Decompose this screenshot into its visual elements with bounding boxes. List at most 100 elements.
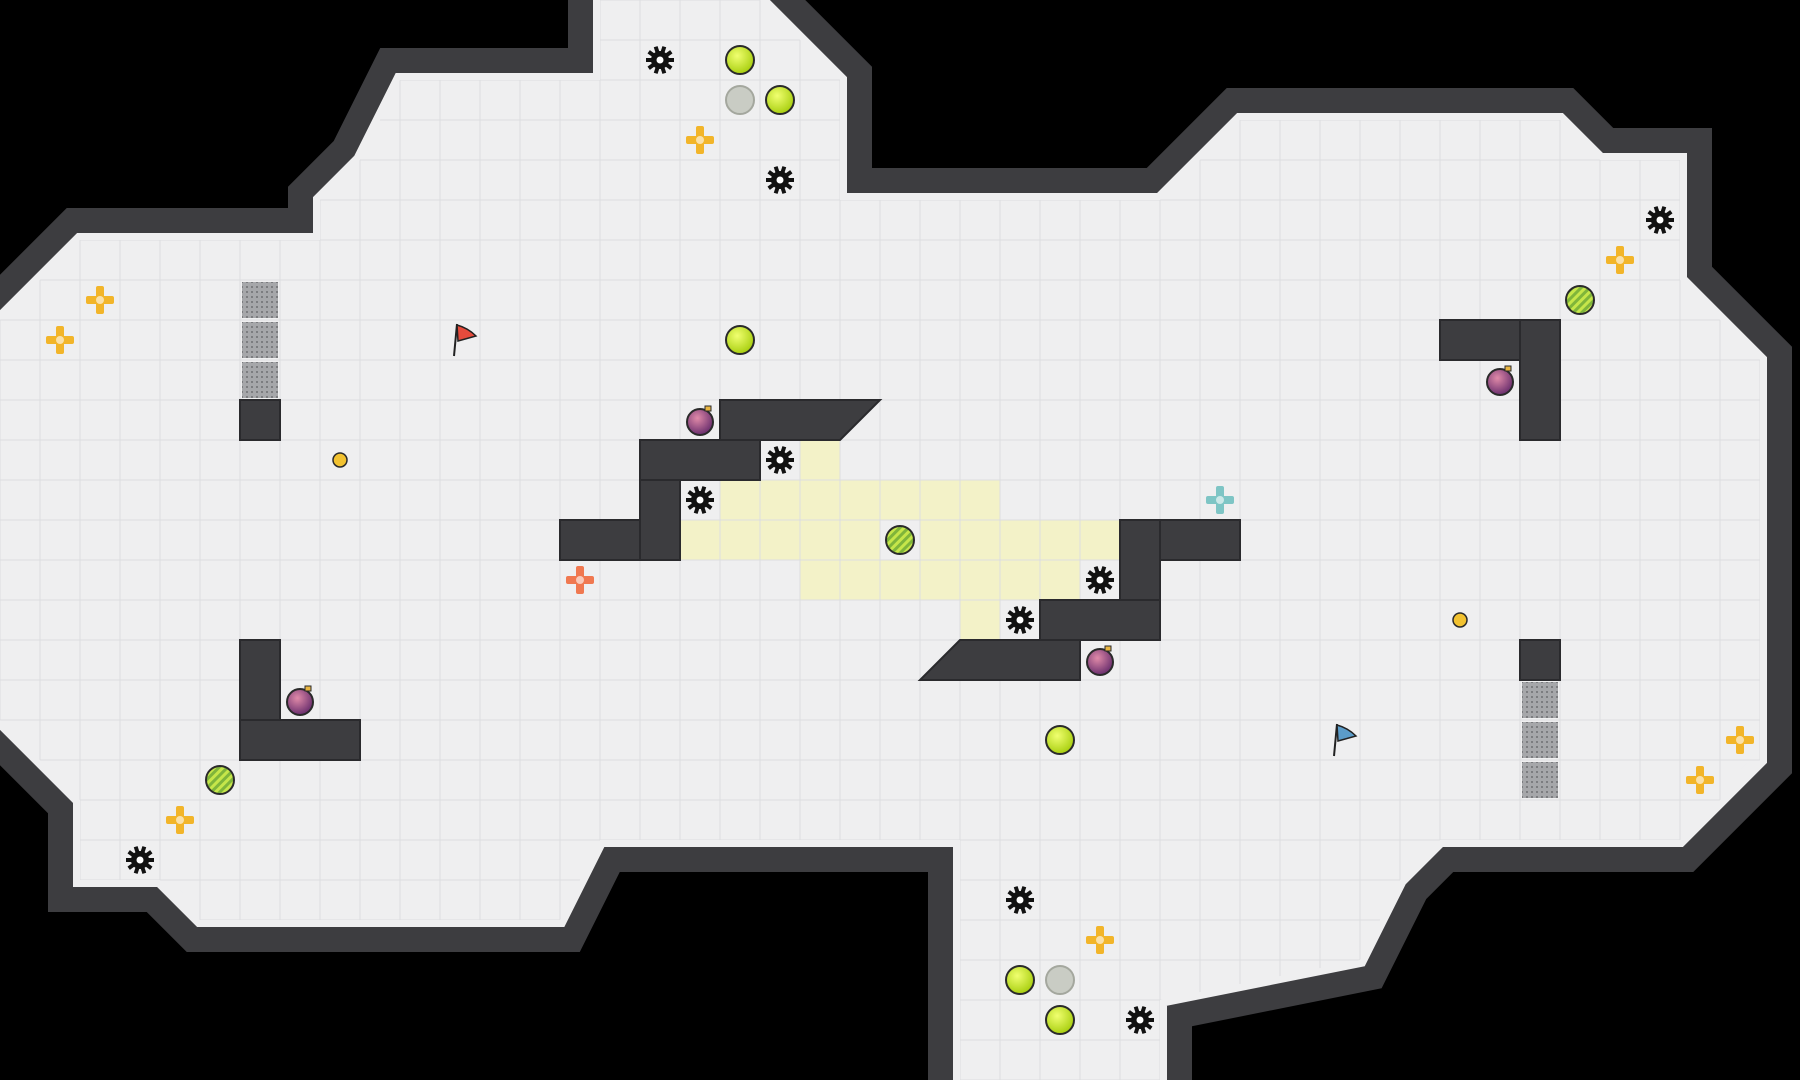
plus-center [1736,736,1744,744]
center-wall [719,399,883,441]
coin-icon [1452,612,1468,628]
striped-boost-icon [205,765,235,795]
zone-tile [799,439,841,481]
plus-center [1216,496,1224,504]
floor-grate [242,282,278,318]
mine-center [136,856,144,864]
spiked-mine-icon [766,166,794,194]
zone-tile [919,519,961,561]
spiked-mine-icon [646,46,674,74]
flag-pole [453,323,458,357]
wall-stub [1519,639,1561,681]
spiked-mine-icon [126,846,154,874]
plus-center [1616,256,1624,264]
gold-plus-marker-icon [1086,926,1114,954]
zone-tile [879,559,921,601]
mine-center [1016,616,1024,624]
inactive-orb-icon [725,85,755,115]
mine-center [1016,896,1024,904]
zone-tile [799,559,841,601]
zone-tile [839,519,881,561]
bomb-icon [1486,368,1514,396]
coin-icon [332,452,348,468]
wall-l-horizontal [239,719,361,761]
gold-plus-marker-icon [86,286,114,314]
spiked-mine-icon [1126,1006,1154,1034]
zone-tile [1079,519,1121,561]
teal-plus-marker-icon [1206,486,1234,514]
mine-center [1656,216,1664,224]
plus-center [696,136,704,144]
bomb-fuse [304,685,312,692]
spiked-mine-icon [1646,206,1674,234]
center-wall [917,639,1081,681]
gold-plus-marker-icon [46,326,74,354]
lime-orb-icon [725,325,755,355]
zone-tile [839,479,881,521]
center-wall [639,439,761,481]
center-wall [1039,599,1161,641]
flag-pole [1333,723,1338,757]
lime-orb-icon [725,45,755,75]
red-flag-icon [453,323,478,357]
lime-orb-icon [1005,965,1035,995]
plus-center [176,816,184,824]
floor-grate [242,362,278,398]
zone-tile [919,479,961,521]
zone-tile [959,599,1001,641]
bomb-fuse [1104,645,1112,652]
zone-tile [1039,559,1081,601]
item-layer [46,45,1754,1035]
spiked-mine-icon [766,446,794,474]
spiked-mine-icon [1006,606,1034,634]
highlight-zone [679,439,1121,641]
zone-tile [799,479,841,521]
floor-grate [1522,722,1558,758]
striped-boost-icon [1565,285,1595,315]
zone-tile [679,519,721,561]
mine-center [776,456,784,464]
zone-tile [759,479,801,521]
obstacle-layer [239,282,1561,798]
floor-grate [242,322,278,358]
mine-center [1096,576,1104,584]
blue-flag-icon [1333,723,1358,757]
zone-tile [719,519,761,561]
zone-tile [1039,519,1081,561]
zone-tile [719,479,761,521]
lime-orb-icon [765,85,795,115]
flag-cloth [1336,724,1358,742]
flag-cloth [456,324,478,342]
zone-tile [959,519,1001,561]
gold-plus-marker-icon [1686,766,1714,794]
zone-tile [839,559,881,601]
lime-orb-icon [1045,1005,1075,1035]
mine-center [1136,1016,1144,1024]
spiked-mine-icon [686,486,714,514]
spiked-mine-icon [1006,886,1034,914]
zone-tile [959,559,1001,601]
lime-orb-icon [1045,725,1075,755]
mine-center [656,56,664,64]
zone-tile [999,519,1041,561]
plus-center [96,296,104,304]
zone-tile [999,559,1041,601]
bomb-icon [286,688,314,716]
spiked-mine-icon [1086,566,1114,594]
zone-tile [879,479,921,521]
orange-plus-marker-icon [566,566,594,594]
mine-center [776,176,784,184]
plus-center [1696,776,1704,784]
zone-tile [959,479,1001,521]
gold-plus-marker-icon [1726,726,1754,754]
wall-l-vertical [1519,319,1561,441]
inactive-orb-icon [1045,965,1075,995]
gold-plus-marker-icon [686,126,714,154]
striped-boost-icon [885,525,915,555]
zone-tile [759,519,801,561]
bomb-fuse [704,405,712,412]
gold-plus-marker-icon [166,806,194,834]
zone-tile [799,519,841,561]
plus-center [576,576,584,584]
